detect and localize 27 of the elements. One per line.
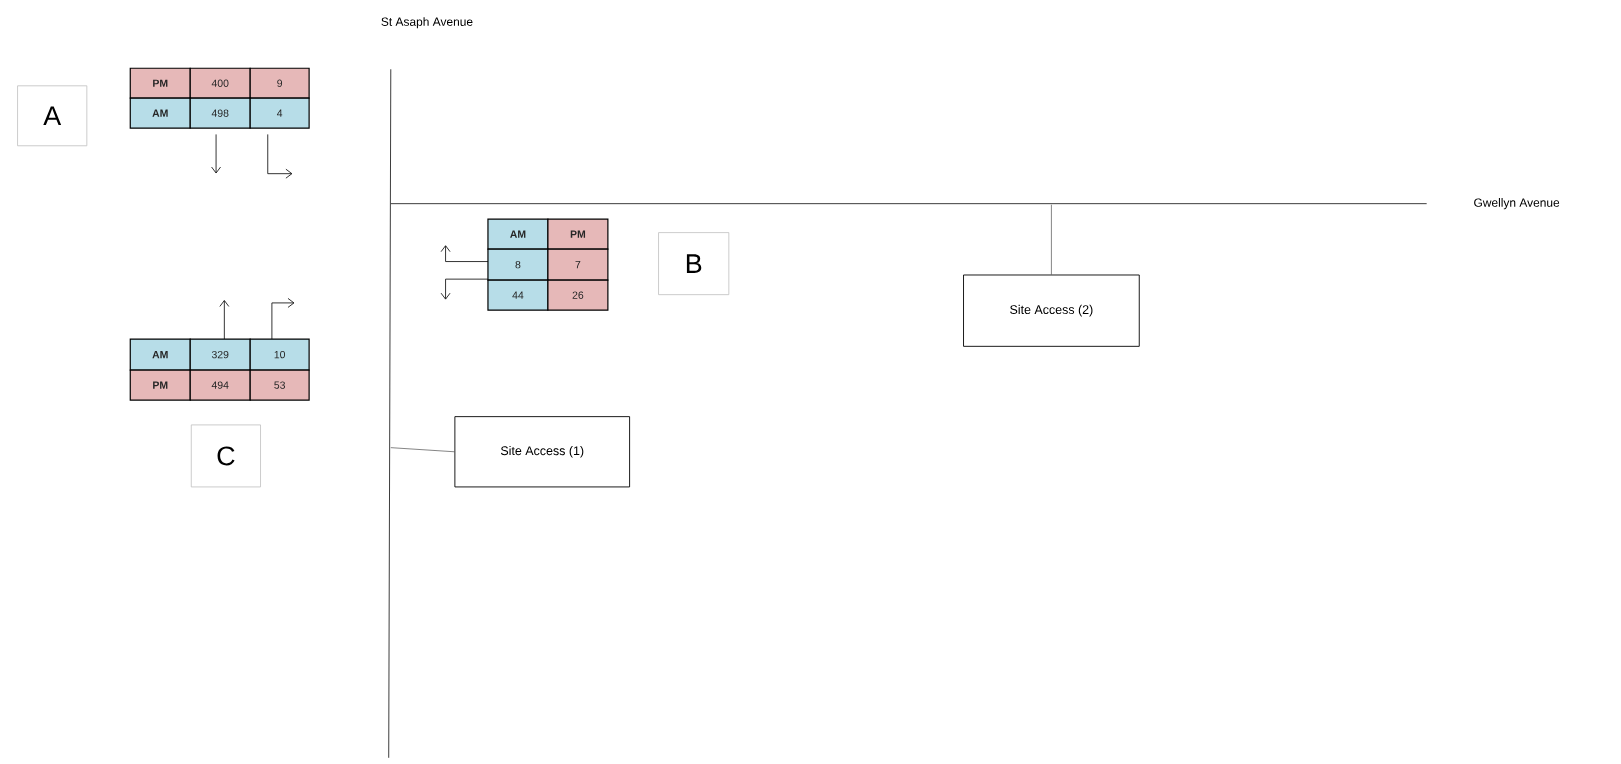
table-cell: 8 xyxy=(487,248,549,281)
table-cell: AM xyxy=(487,218,549,250)
area-letter-box: A xyxy=(17,85,88,147)
table-cell: AM xyxy=(129,338,191,371)
table-cell: 7 xyxy=(547,248,609,281)
site-access-box: Site Access (1) xyxy=(454,416,631,488)
table-cell: 329 xyxy=(189,338,251,371)
area-letter-box: C xyxy=(190,424,261,488)
table-cell: PM xyxy=(129,67,191,99)
table-cell: PM xyxy=(129,369,191,401)
access-road-line xyxy=(390,447,455,453)
table-cell: 26 xyxy=(547,279,609,311)
street-name: St Asaph Avenue xyxy=(381,17,473,29)
table-cell: 498 xyxy=(189,97,251,129)
area-letter-box: B xyxy=(658,232,730,296)
table-cell: 494 xyxy=(189,369,251,401)
table-cell: 9 xyxy=(249,67,310,99)
access-road-line xyxy=(1051,204,1052,275)
table-cell: 53 xyxy=(249,369,310,401)
table-cell: 400 xyxy=(189,67,251,99)
site-access-box: Site Access (2) xyxy=(963,274,1140,347)
table-cell: 10 xyxy=(249,338,310,371)
street-name: Gwellyn Avenue xyxy=(1474,198,1560,210)
table-cell: AM xyxy=(129,97,191,129)
table-cell: 4 xyxy=(249,97,310,129)
table-cell: PM xyxy=(547,218,609,250)
table-cell: 44 xyxy=(487,279,549,311)
